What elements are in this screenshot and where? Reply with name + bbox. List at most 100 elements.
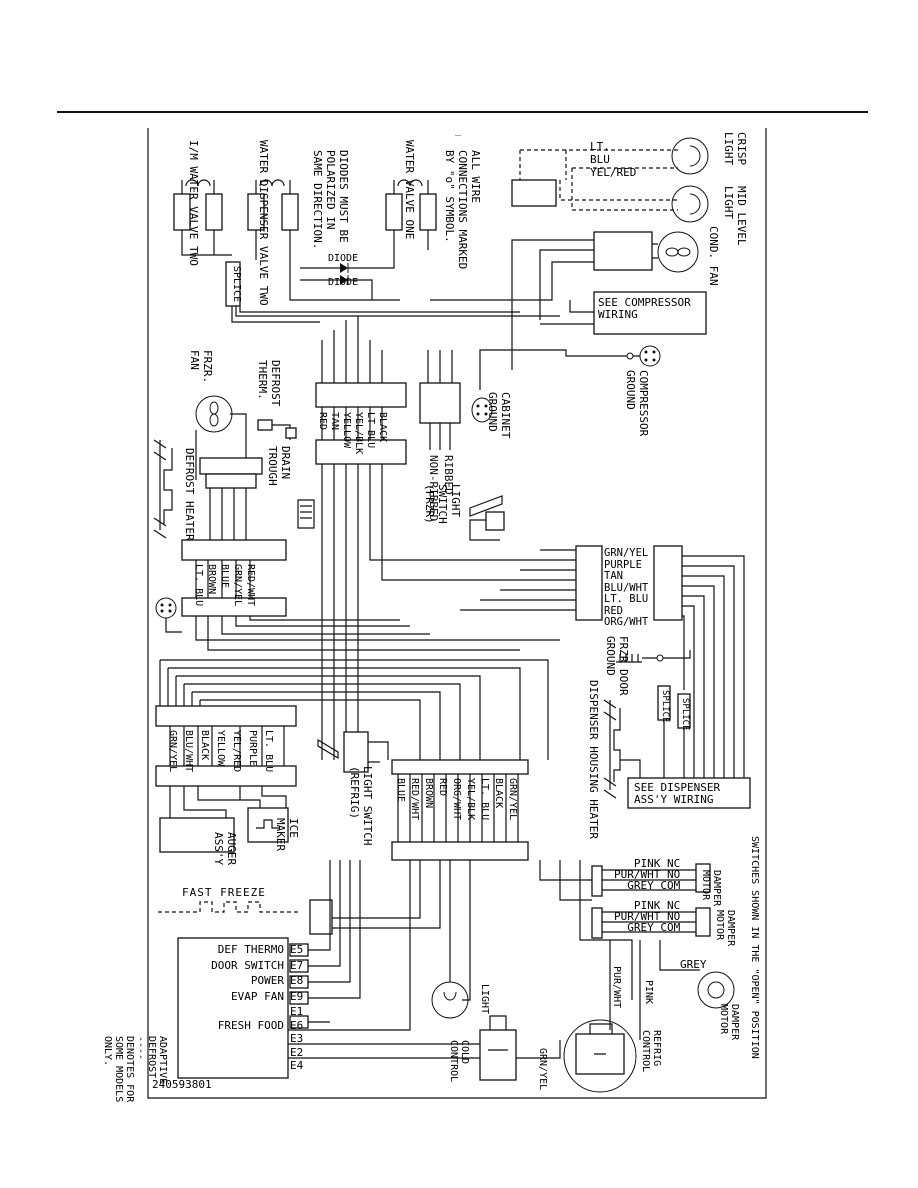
label-compressor-ground: COMPRESSOR GROUND bbox=[624, 370, 650, 437]
damper-plug-2 bbox=[591, 907, 603, 939]
board-terminal-row: E2 bbox=[182, 1045, 310, 1059]
right-connector-wires bbox=[460, 549, 745, 780]
board-terminal-pin: E1 bbox=[290, 1005, 304, 1018]
cond-fan-connector bbox=[593, 231, 653, 271]
label-light-switch-frzr: LIGHT SWITCH (FRZR) bbox=[423, 484, 462, 524]
splice-wires bbox=[231, 306, 560, 323]
dispenser-housing-heater bbox=[603, 699, 621, 799]
lower-bus-wires bbox=[160, 659, 549, 760]
board-terminal-label: POWER bbox=[250, 974, 284, 987]
label-crisp-light: CRISP LIGHT bbox=[722, 132, 748, 166]
damper-plug-1 bbox=[591, 865, 603, 897]
label-pur-wht: PUR/WHT bbox=[611, 966, 622, 1009]
label-cond-fan: COND. FAN bbox=[707, 226, 720, 286]
cold-control bbox=[479, 1029, 517, 1081]
wire-label: BLUE bbox=[395, 778, 406, 803]
label-fast-freeze: FAST FREEZE bbox=[182, 886, 266, 899]
light-bulb bbox=[431, 860, 471, 1019]
fan-wires bbox=[195, 413, 247, 480]
right-wire-label: LT. BLU bbox=[604, 593, 649, 605]
wire-label: LT. BLU bbox=[193, 564, 204, 607]
wire-label: YEL/BLK bbox=[353, 412, 364, 455]
connector-bottom-a bbox=[391, 759, 529, 775]
label-ribbed: RIBBED bbox=[442, 455, 455, 495]
damper-1-purwht: PUR/WHT NO bbox=[614, 868, 681, 881]
label-defrost-therm: DEFROST THERM. bbox=[256, 360, 282, 407]
label-splice: SPLICE bbox=[231, 266, 242, 303]
connector-bottom-b bbox=[391, 841, 529, 861]
label-non-ribbed: NON-RIBBED bbox=[427, 455, 440, 521]
light-dashed-wires bbox=[519, 149, 678, 211]
freezer-door-ground bbox=[616, 650, 691, 663]
header-rule bbox=[57, 111, 868, 113]
damper-switch-1 bbox=[695, 863, 711, 893]
note-diodes: DIODES MUST BE POLARIZED IN SAME DIRECTI… bbox=[311, 150, 350, 250]
dispenser-water-valve bbox=[247, 179, 400, 301]
mid-b-out-wires bbox=[195, 616, 560, 651]
cabinet-ground-icon bbox=[471, 397, 493, 423]
wire-label: RED/WHT bbox=[409, 778, 420, 821]
diagram-frame bbox=[147, 128, 767, 1099]
damper-2-grey: GREY COM bbox=[627, 921, 681, 934]
note-wire-connections: ALL WIRE CONNECTIONS MARKED BY "o" SYMBO… bbox=[443, 150, 482, 270]
connector-mid-a bbox=[181, 539, 287, 561]
right-wire-label: PURPLE bbox=[604, 558, 642, 571]
wire-label: GRN/YEL bbox=[232, 564, 243, 607]
label-pink: PINK bbox=[643, 980, 654, 1005]
label-diode-1: DIODE bbox=[328, 253, 359, 264]
damper-2-purwht: PUR/WHT NO bbox=[614, 910, 681, 923]
condenser-fan bbox=[657, 231, 699, 273]
board-terminal-pin: E4 bbox=[290, 1059, 304, 1072]
wire-label: BLACK bbox=[377, 412, 388, 443]
note-adaptive-defrost: ADAPTIVE DEFROST ---- DENOTES FOR SOME M… bbox=[102, 1036, 168, 1106]
drain-trough bbox=[297, 499, 315, 529]
control-board-terminals bbox=[288, 860, 561, 1059]
damper-switch-wires bbox=[600, 869, 696, 933]
board-terminal-label: DOOR SWITCH bbox=[211, 958, 284, 972]
crisper-light bbox=[671, 137, 709, 175]
label-damper-motor-3: DAMPER MOTOR bbox=[718, 1004, 740, 1041]
label-mid-level-light: MID LEVEL LIGHT bbox=[722, 186, 748, 246]
wire-label: LT. BLU bbox=[263, 730, 274, 773]
connector-top-block bbox=[315, 382, 407, 408]
top-block-wires bbox=[321, 316, 453, 383]
wire-label: BLU/WHT bbox=[183, 730, 194, 773]
label-grn-yel: GRN/YEL bbox=[537, 1048, 548, 1091]
board-terminal-row: E3 bbox=[182, 1031, 310, 1045]
connector-lower-b bbox=[155, 765, 297, 787]
note-adaptive-3: SOME MODELS ONLY. bbox=[102, 1036, 124, 1103]
board-terminal-row: E1 bbox=[182, 1004, 310, 1018]
right-wire-label: ORG/WHT bbox=[604, 616, 649, 628]
right-wire-label: GRN/YEL bbox=[604, 547, 649, 559]
freezer-fan bbox=[195, 395, 233, 433]
board-terminal-pin: E3 bbox=[290, 1032, 304, 1045]
damper-feed-wires bbox=[539, 860, 641, 1040]
diode-pair bbox=[300, 263, 373, 300]
wire-label: BROWN bbox=[423, 778, 434, 809]
label-light: LIGHT bbox=[479, 984, 490, 1015]
lower-bus-drops bbox=[159, 660, 201, 706]
board-terminal-label: FRESH FOOD bbox=[217, 1018, 284, 1032]
label-diode-2: DIODE bbox=[328, 277, 359, 288]
right-wire-label: TAN bbox=[604, 570, 623, 582]
ground-icon-left bbox=[155, 597, 182, 633]
ice-maker-switch bbox=[256, 819, 280, 829]
main-vertical-wires bbox=[321, 464, 560, 760]
wire-label: GRN/YEL bbox=[507, 778, 518, 821]
label-light-switch-refrig: LIGHT SWITCH (REFRIG) bbox=[348, 766, 374, 846]
fast-freeze-dashed bbox=[158, 901, 300, 913]
damper-motor-icon bbox=[659, 940, 735, 1009]
damper-2-pink: PINK NC bbox=[633, 899, 681, 912]
compressor-wiring-box bbox=[593, 291, 707, 335]
wire-label: RED bbox=[317, 412, 328, 431]
damper-switch-2-labels: PINK NC PUR/WHT NO GREY COM bbox=[614, 900, 680, 933]
board-terminal-pin: E5 bbox=[290, 943, 304, 956]
wire-label: YEL/BLK bbox=[465, 778, 476, 821]
damper-switch-2 bbox=[695, 907, 711, 937]
label-cabinet-ground: CABINET GROUND bbox=[486, 392, 512, 439]
fast-freeze-switch bbox=[309, 899, 333, 935]
